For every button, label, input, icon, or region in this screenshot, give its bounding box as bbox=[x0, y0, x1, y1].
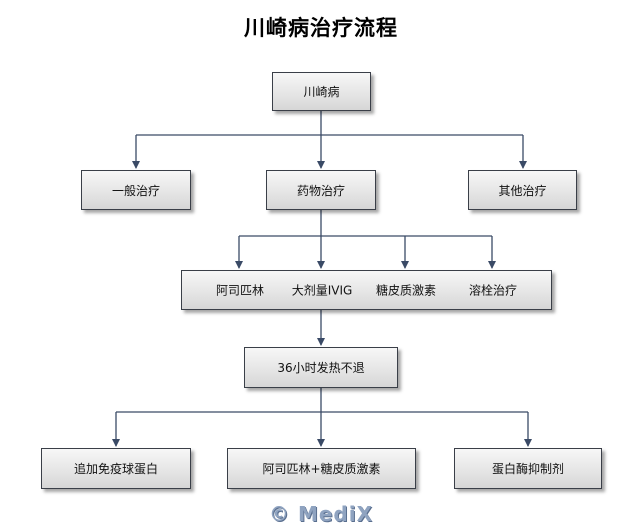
drug-high-dose-ivig: 大剂量IVIG bbox=[291, 283, 353, 298]
node-kawasaki-disease: 川崎病 bbox=[272, 72, 371, 111]
node-label: 蛋白酶抑制剂 bbox=[491, 462, 564, 476]
watermark: © MediX bbox=[268, 502, 374, 526]
drug-glucocorticoid: 糖皮质激素 bbox=[375, 283, 437, 298]
node-other-treatment: 其他治疗 bbox=[468, 170, 577, 210]
node-general-treatment: 一般治疗 bbox=[81, 170, 191, 210]
node-label: 川崎病 bbox=[303, 85, 340, 99]
drug-thrombolysis: 溶栓治疗 bbox=[468, 283, 518, 298]
node-drug-treatment: 药物治疗 bbox=[266, 170, 376, 210]
node-add-immunoglobulin: 追加免疫球蛋白 bbox=[41, 448, 191, 489]
node-label: 36小时发热不退 bbox=[277, 361, 365, 375]
node-fever-36h: 36小时发热不退 bbox=[244, 347, 398, 388]
node-label: 其他治疗 bbox=[498, 183, 547, 198]
node-label: 阿司匹林+糖皮质激素 bbox=[262, 462, 381, 476]
node-label: 一般治疗 bbox=[111, 183, 160, 198]
node-label: 药物治疗 bbox=[296, 183, 345, 198]
node-aspirin-plus-glucocorticoid: 阿司匹林+糖皮质激素 bbox=[227, 448, 416, 489]
node-drug-list: 阿司匹林 大剂量IVIG 糖皮质激素 溶栓治疗 bbox=[181, 270, 552, 310]
drug-aspirin: 阿司匹林 bbox=[215, 283, 265, 298]
node-protease-inhibitor: 蛋白酶抑制剂 bbox=[454, 448, 602, 489]
diagram-title: 川崎病治疗流程 bbox=[244, 16, 398, 40]
node-label: 追加免疫球蛋白 bbox=[73, 462, 158, 476]
